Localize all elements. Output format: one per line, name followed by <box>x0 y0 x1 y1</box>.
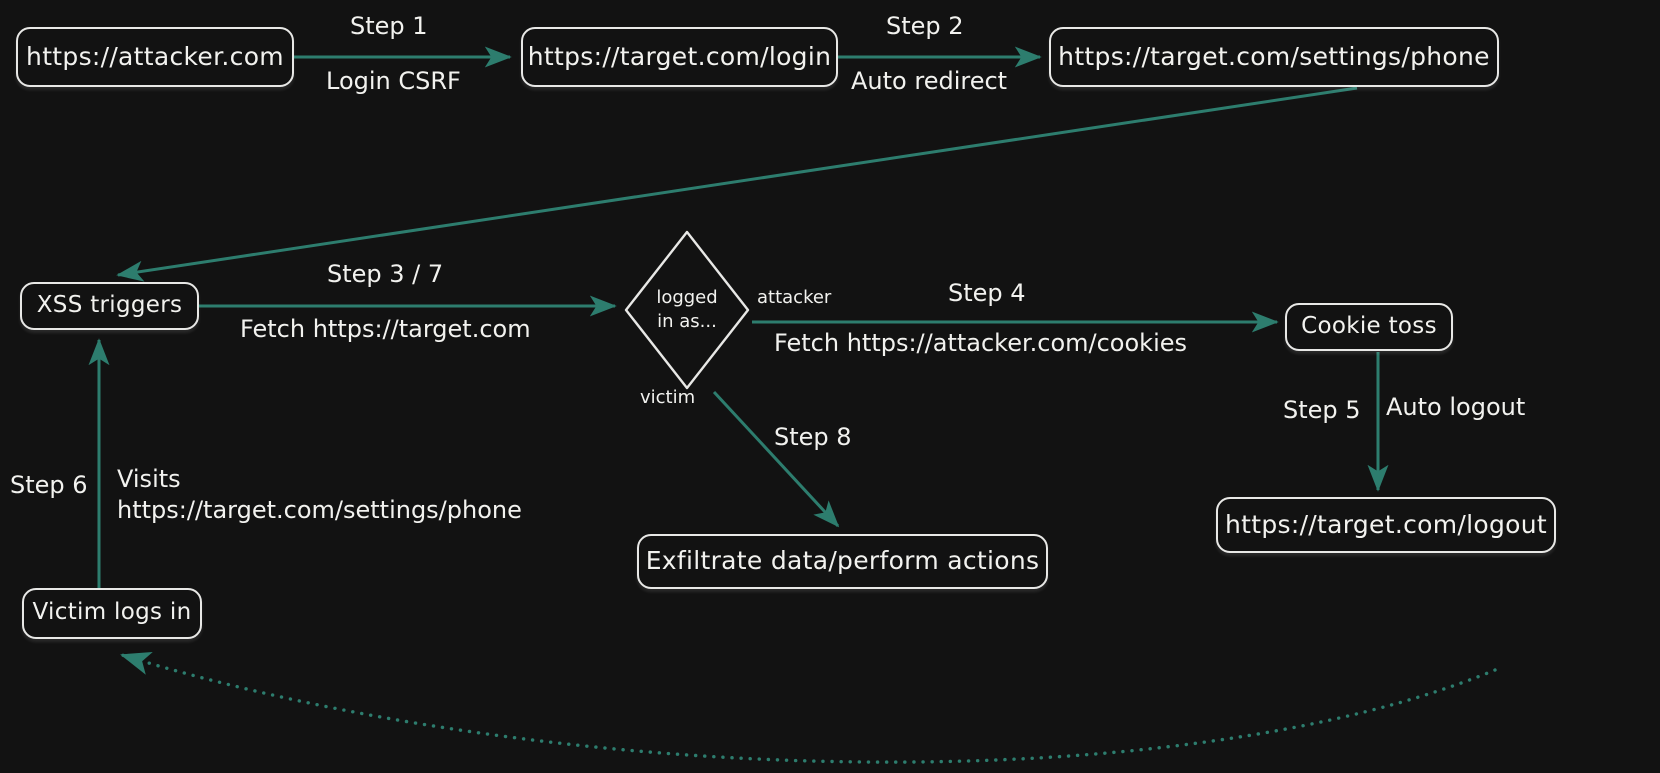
edge-logout-to-victim-dotted <box>120 652 1497 764</box>
edge-label-visits-settings-phone: Visits https://target.com/settings/phone <box>117 465 522 524</box>
edge-label-branch-victim: victim <box>640 387 696 408</box>
node-target-login-url[interactable]: https://target.com/login <box>521 27 838 87</box>
edge-label-step4: Step 4 <box>948 279 1026 307</box>
node-cookie-toss[interactable]: Cookie toss <box>1285 303 1453 351</box>
node-target-login-url-label: https://target.com/login <box>527 41 832 71</box>
edge-label-step1: Step 1 <box>350 12 428 40</box>
node-target-settings-phone-url-label: https://target.com/settings/phone <box>1058 41 1490 71</box>
node-victim-logs-in[interactable]: Victim logs in <box>22 588 202 639</box>
edge-label-branch-attacker: attacker <box>757 287 832 308</box>
node-xss-triggers[interactable]: XSS triggers <box>20 282 199 330</box>
edge-label-auto-logout: Auto logout <box>1386 393 1526 421</box>
diamond-shape <box>624 230 750 390</box>
edge-step8-arrow <box>712 390 840 528</box>
node-logged-in-as-decision[interactable]: logged in as... <box>622 228 752 392</box>
node-victim-logs-in-label: Victim logs in <box>32 599 192 625</box>
edge-label-step5: Step 5 <box>1283 396 1361 424</box>
node-attacker-url-label: https://attacker.com <box>26 41 284 71</box>
edge-label-step2: Step 2 <box>886 12 964 40</box>
edge-label-step3-7: Step 3 / 7 <box>327 260 444 288</box>
node-target-logout-url[interactable]: https://target.com/logout <box>1216 497 1556 553</box>
edge-settings-to-xss-arrow <box>116 86 1358 282</box>
edge-label-step8: Step 8 <box>774 423 852 451</box>
node-target-settings-phone-url[interactable]: https://target.com/settings/phone <box>1049 27 1499 87</box>
node-attacker-url[interactable]: https://attacker.com <box>16 27 294 87</box>
edge-label-fetch-target: Fetch https://target.com <box>240 315 531 343</box>
edge-label-fetch-attacker-cookies: Fetch https://attacker.com/cookies <box>774 329 1188 357</box>
node-cookie-toss-label: Cookie toss <box>1301 312 1437 339</box>
node-xss-triggers-label: XSS triggers <box>36 291 183 318</box>
edge-label-login-csrf: Login CSRF <box>326 67 461 95</box>
node-exfiltrate-data-label: Exfiltrate data/perform actions <box>645 546 1040 575</box>
node-exfiltrate-data[interactable]: Exfiltrate data/perform actions <box>637 534 1048 589</box>
edge-label-step6: Step 6 <box>10 471 88 499</box>
node-target-logout-url-label: https://target.com/logout <box>1225 509 1547 539</box>
edge-label-auto-redirect: Auto redirect <box>851 67 1008 95</box>
